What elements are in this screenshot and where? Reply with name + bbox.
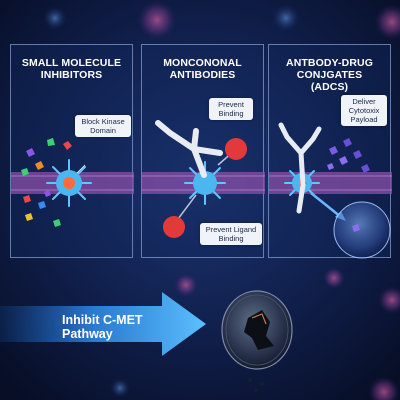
pathway-label-line: Pathway bbox=[62, 327, 113, 341]
blurred-cell bbox=[43, 6, 67, 30]
note-line: Deliver bbox=[352, 97, 376, 106]
molecule-icon bbox=[21, 138, 72, 227]
panel-small-molecule-inhibitors: SMALL MOLECULE INHIBITORS Block Kinase D… bbox=[10, 44, 134, 258]
panel-illustration bbox=[142, 120, 265, 238]
blurred-cell bbox=[174, 273, 198, 297]
payload-icon bbox=[327, 138, 370, 173]
note-line: Payload bbox=[350, 115, 378, 124]
blurred-cell bbox=[272, 4, 300, 32]
receptor-icon bbox=[184, 161, 226, 205]
panel-title-line: SMALL MOLECULE bbox=[21, 57, 122, 69]
note-line: Cytotoxix bbox=[348, 106, 380, 115]
note-block-kinase-domain: Block Kinase Domain bbox=[75, 115, 131, 137]
note-prevent-ligand-binding: Prevent Ligand Binding bbox=[200, 223, 262, 245]
blurred-cell bbox=[110, 378, 130, 398]
note-line: Binding bbox=[218, 234, 244, 243]
panel-title: SMALL MOLECULE INHIBITORS bbox=[11, 57, 132, 81]
ligand-icon bbox=[163, 138, 247, 238]
panel-title: ANTBODY-DRUG CONJGATES (ADCS) bbox=[269, 57, 390, 93]
panel-illustration bbox=[269, 122, 392, 221]
panel-antibody-drug-conjugates: ANTBODY-DRUG CONJGATES (ADCS) Deliver Cy… bbox=[268, 44, 392, 258]
panel-monoclonal-antibodies: MONCONONAL ANTIBODIES Prevent Binding Pr… bbox=[141, 44, 265, 258]
note-line: Binding bbox=[218, 109, 244, 118]
receptor-icon bbox=[46, 159, 92, 207]
pathway-label-line: Inhibit C-MET bbox=[62, 313, 143, 327]
blurred-cell bbox=[378, 286, 400, 314]
antibody-icon bbox=[278, 122, 322, 214]
panel-illustration bbox=[11, 138, 134, 227]
note-line: Prevent bbox=[218, 100, 244, 109]
panel-title: MONCONONAL ANTIBODIES bbox=[142, 57, 263, 81]
blurred-cell bbox=[368, 376, 400, 400]
panel-title-line: CONJGATES bbox=[296, 69, 363, 81]
blurred-cell bbox=[137, 0, 177, 40]
note-line: Block Kinase bbox=[81, 117, 125, 126]
antibody-icon bbox=[155, 120, 223, 178]
note-deliver-cytotoxic-payload: Deliver Cytotoxix Payload bbox=[341, 95, 387, 126]
panel-title-line: (ADCS) bbox=[310, 81, 349, 93]
panel-title-line: INHIBITORS bbox=[40, 69, 103, 81]
note-line: Domain bbox=[90, 126, 116, 135]
panel-title-line: ANTIBODIES bbox=[169, 69, 236, 81]
blurred-cell bbox=[374, 4, 400, 40]
panel-title-line: MONCONONAL bbox=[163, 57, 242, 69]
panel-title-line: ANTBODY-DRUG bbox=[286, 57, 373, 69]
note-line: Prevent Ligand bbox=[205, 225, 257, 234]
pathway-label: Inhibit C-MET Pathway bbox=[62, 313, 143, 341]
blurred-cell bbox=[323, 267, 345, 289]
note-prevent-binding: Prevent Binding bbox=[209, 98, 253, 120]
